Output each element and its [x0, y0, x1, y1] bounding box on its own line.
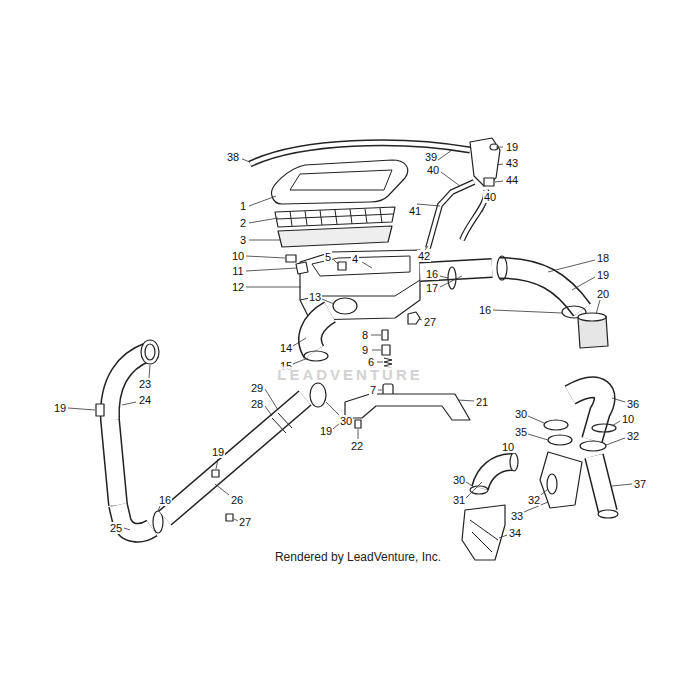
callout-number: 14 — [279, 342, 293, 354]
callout-number: 16 — [158, 494, 172, 506]
callout-number: 25 — [109, 522, 123, 534]
callout-number: 16 — [425, 268, 439, 280]
callout-number: 30 — [339, 415, 353, 427]
callout-number: 10 — [621, 413, 635, 425]
callout-number: 42 — [417, 250, 431, 262]
callout-number: 28 — [250, 398, 264, 410]
callout-number: 17 — [425, 282, 439, 294]
callout-number: 13 — [308, 291, 322, 303]
callout-number: 19 — [53, 402, 67, 414]
callout-number: 26 — [230, 494, 244, 506]
callout-number: 32 — [626, 430, 640, 442]
callout-number: 21 — [475, 396, 489, 408]
callout-number: 7 — [369, 384, 377, 396]
render-credit: Rendered by LeadVenture, Inc. — [274, 550, 442, 564]
callout-number: 9 — [361, 344, 369, 356]
callout-number: 40 — [426, 164, 440, 176]
callout-number: 10 — [231, 250, 245, 262]
callout-number: 27 — [238, 516, 252, 528]
callout-number: 38 — [226, 151, 240, 163]
callout-number: 19 — [505, 141, 519, 153]
callout-number: 2 — [239, 217, 247, 229]
callout-number: 43 — [505, 157, 519, 169]
callout-number: 37 — [633, 478, 647, 490]
callout-number: 30 — [452, 474, 466, 486]
callout-number: 24 — [138, 394, 152, 406]
callout-number: 35 — [514, 426, 528, 438]
callout-number: 40 — [483, 191, 497, 203]
callout-number: 30 — [514, 408, 528, 420]
callout-number: 8 — [361, 329, 369, 341]
callout-number: 23 — [138, 378, 152, 390]
callout-number: 39 — [424, 151, 438, 163]
callout-number: 19 — [211, 446, 225, 458]
callout-number: 10 — [501, 441, 515, 453]
callout-number: 4 — [351, 253, 359, 265]
callout-number: 27 — [423, 316, 437, 328]
callout-number: 36 — [626, 398, 640, 410]
callout-number: 18 — [596, 252, 610, 264]
callout-number: 41 — [408, 205, 422, 217]
callout-number: 12 — [231, 281, 245, 293]
callout-number: 19 — [319, 425, 333, 437]
callout-number: 44 — [505, 174, 519, 186]
callout-number: 19 — [596, 269, 610, 281]
callout-number: 32 — [527, 494, 541, 506]
callout-number: 34 — [508, 527, 522, 539]
callout-number: 31 — [452, 494, 466, 506]
callout-number: 22 — [350, 440, 364, 452]
callout-number: 20 — [596, 288, 610, 300]
callout-number: 11 — [231, 265, 244, 277]
callout-number: 33 — [510, 510, 524, 522]
callout-number: 5 — [324, 251, 332, 263]
callout-number: 29 — [250, 382, 264, 394]
callout-number: 1 — [239, 200, 247, 212]
watermark: LEADVENTURE — [276, 367, 424, 382]
callout-number: 3 — [239, 234, 247, 246]
callout-number: 16 — [478, 304, 492, 316]
